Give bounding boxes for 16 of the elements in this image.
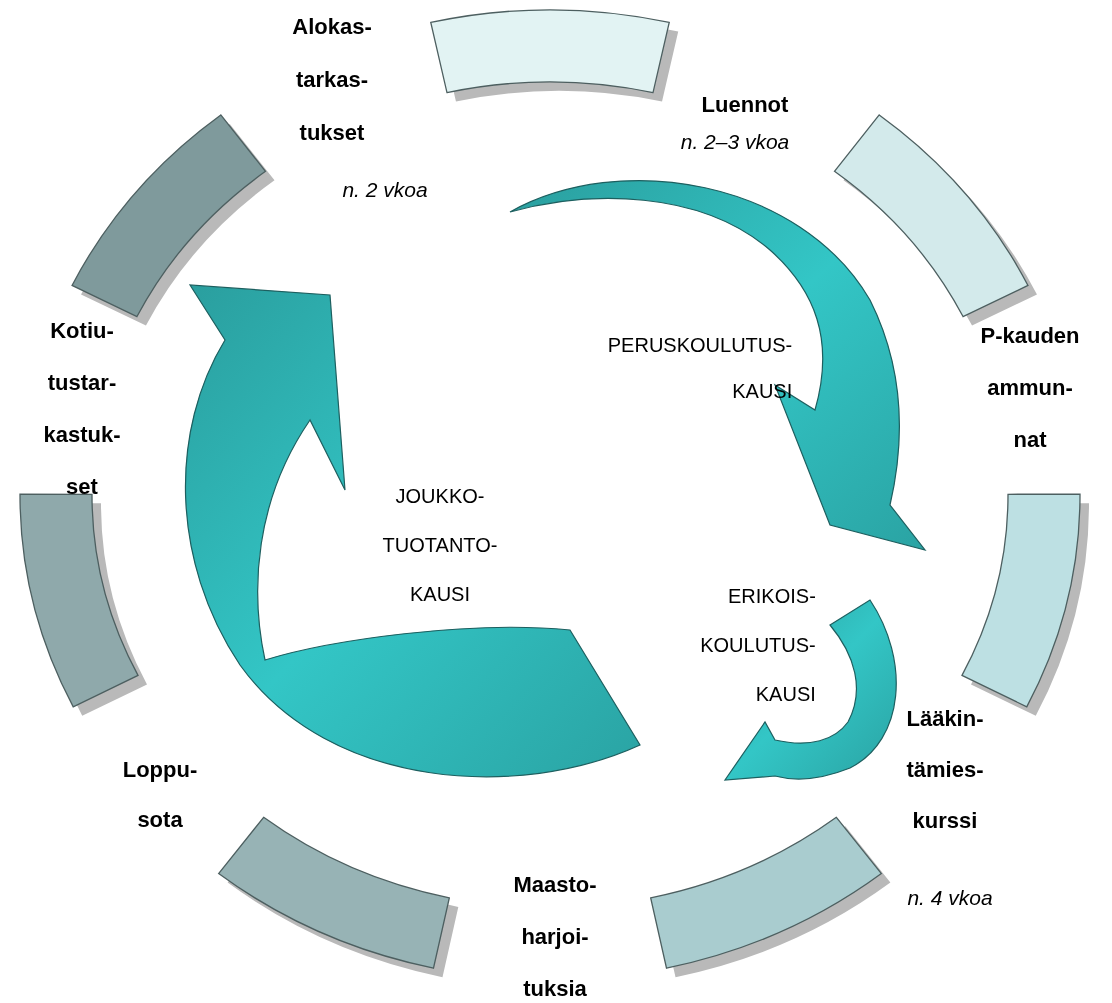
ring-segment <box>217 816 459 978</box>
duration-label: n. 4 vkoa <box>907 885 993 911</box>
stage-label: Kotiu- tustar- kastuk- set <box>43 317 121 501</box>
ring-segment <box>19 493 147 716</box>
duration-label: n. 2 vkoa <box>342 177 428 203</box>
ring-segment <box>430 9 679 102</box>
stage-label: Loppu- sota <box>122 756 198 834</box>
phase-label: JOUKKO- TUOTANTO- KAUSI <box>382 484 498 607</box>
stage-label: P-kauden ammun- nat <box>980 322 1080 454</box>
phase-label: ERIKOIS- KOULUTUS- KAUSI <box>700 584 816 707</box>
stage-label: Lääkin- tämies- kurssi <box>906 705 984 835</box>
stage-label: Maasto- harjoi- tuksia <box>513 871 597 1003</box>
stage-label: Luennot <box>701 91 789 119</box>
ring-segment <box>650 816 891 978</box>
stage-label: Alokas- tarkas- tukset <box>292 13 372 147</box>
duration-label: n. 2–3 vkoa <box>680 129 790 155</box>
